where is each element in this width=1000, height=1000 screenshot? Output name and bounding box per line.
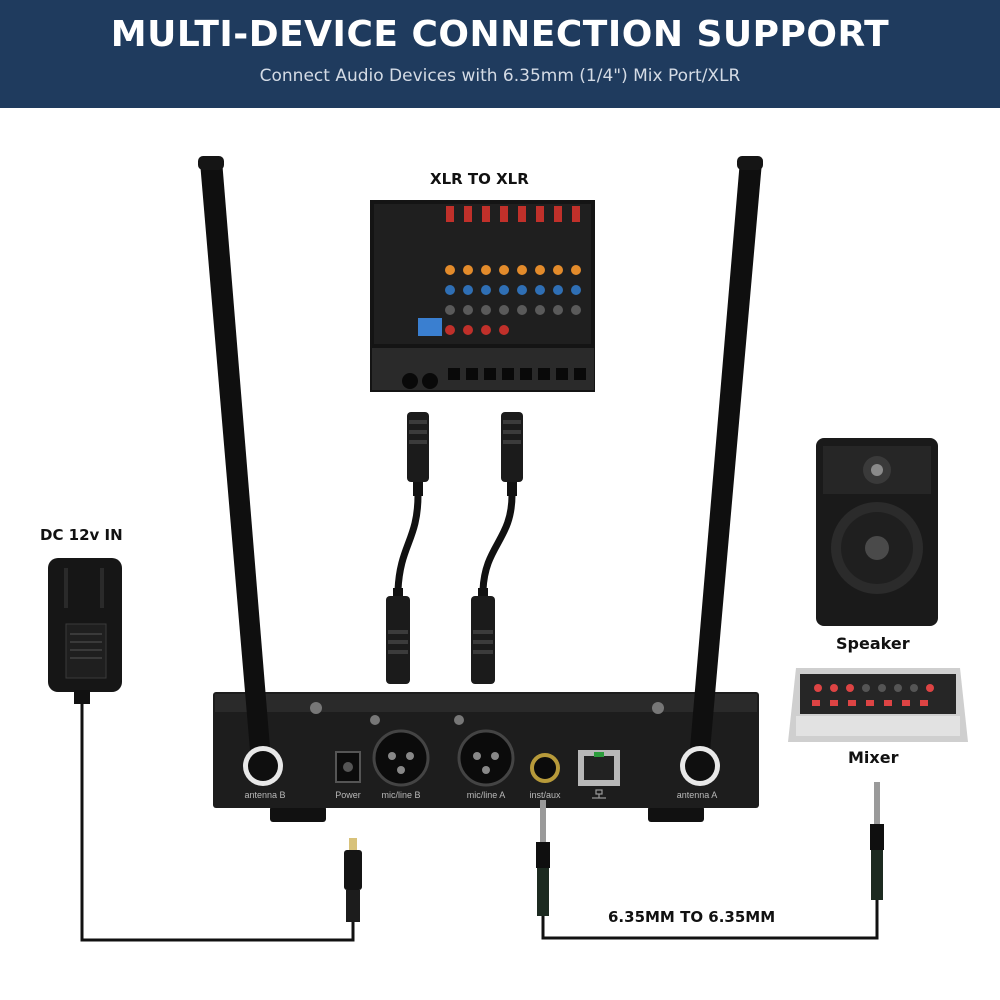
jack-plug-right <box>870 782 884 900</box>
xlr-male-left-plug <box>407 412 429 496</box>
page-subtitle: Connect Audio Devices with 6.35mm (1/4")… <box>259 66 741 86</box>
jack-plug-left <box>536 800 550 916</box>
dc-cable <box>80 700 355 942</box>
receiver-unit: antenna B Power mic/line B mic/line A in… <box>213 692 759 822</box>
speaker <box>816 438 938 626</box>
speaker-label: Speaker <box>836 634 910 653</box>
header-banner <box>0 0 1000 108</box>
mixer-knobs <box>445 265 581 335</box>
xlr-cable-right <box>479 491 516 594</box>
xlr-male-right-plug <box>501 412 523 496</box>
antenna-a <box>680 156 763 786</box>
xlr-female-right-plug <box>471 588 495 684</box>
mixer-display <box>418 318 442 336</box>
mixer-console <box>370 200 595 392</box>
mixer-label: Mixer <box>848 748 899 767</box>
dc-adapter <box>48 558 122 704</box>
mixer-device <box>788 668 968 742</box>
page-title: MULTI-DEVICE CONNECTION SUPPORT <box>110 14 890 55</box>
dc-label: DC 12v IN <box>40 526 123 544</box>
mixer-faders <box>446 206 580 222</box>
jack-cable <box>541 900 879 940</box>
xlr-label: XLR TO XLR <box>430 170 529 188</box>
xlr-port-b <box>372 729 430 787</box>
port-label-mic-line-a: mic/line A <box>467 790 506 800</box>
port-label-mic-line-b: mic/line B <box>381 790 420 800</box>
inst-aux-port <box>530 753 560 783</box>
antenna-b <box>198 156 283 786</box>
xlr-cable-left <box>394 491 422 594</box>
xlr-port-a <box>457 729 515 787</box>
dc-plug <box>344 838 362 922</box>
jack-label: 6.35MM TO 6.35MM <box>608 908 776 926</box>
port-label-antenna-b: antenna B <box>244 790 285 800</box>
port-label-inst-aux: inst/aux <box>529 790 561 800</box>
port-label-antenna-a: antenna A <box>677 790 718 800</box>
network-icon <box>592 789 606 799</box>
xlr-female-left-plug <box>386 588 410 684</box>
port-label-power: Power <box>335 790 361 800</box>
